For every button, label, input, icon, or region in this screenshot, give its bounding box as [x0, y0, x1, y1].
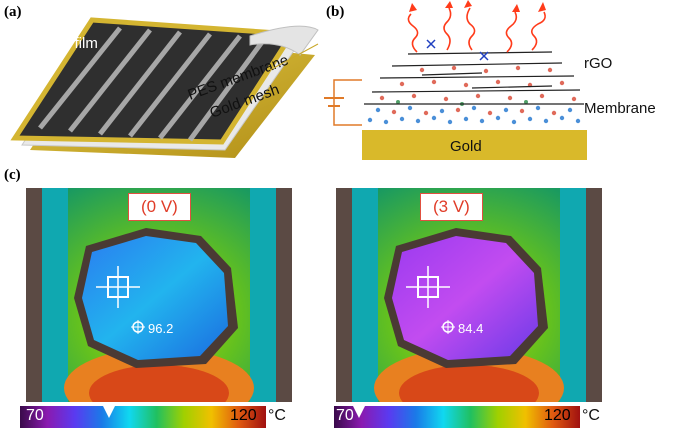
emission-waves — [407, 7, 546, 53]
curled-corner — [249, 25, 319, 56]
scale-unit-3v: °C — [582, 407, 600, 424]
thermal-image-0v — [26, 188, 292, 402]
device-schematic: rGO film PES membrane Gold mesh — [10, 17, 319, 158]
scale-indicator-0v — [102, 406, 115, 418]
temperature-readout-3v: 84.4 — [458, 321, 484, 336]
scale-min-0v: 70 — [26, 407, 44, 424]
temperature-readout-0v: 96.2 — [148, 321, 174, 336]
thermal-image-3v — [336, 188, 602, 402]
label-membrane: Membrane — [584, 100, 656, 117]
panel-label-c: (c) — [4, 167, 21, 183]
gold-base — [362, 130, 587, 160]
gold-stripes — [38, 26, 268, 142]
scale-unit-0v: °C — [268, 407, 286, 424]
scale-indicator-3v — [352, 406, 365, 418]
color-scale-0v: 70 120 °C — [20, 406, 298, 428]
label-rgo-film: rGO film — [42, 35, 98, 52]
scale-min-3v: 70 — [336, 407, 354, 424]
mechanism-schematic: Gold — [324, 0, 656, 160]
panel-label-a: (a) — [4, 4, 22, 20]
label-rgo: rGO — [584, 55, 612, 72]
voltage-label-0v: (0 V) — [128, 193, 191, 221]
scale-max-0v: 120 — [230, 407, 257, 424]
voltage-label-3v: (3 V) — [420, 193, 483, 221]
label-gold: Gold — [450, 138, 482, 155]
membrane-particles — [367, 65, 581, 125]
scale-max-3v: 120 — [544, 407, 571, 424]
color-scale-3v: 70 120 °C — [334, 406, 612, 428]
panel-label-b: (b) — [326, 4, 345, 20]
rgo-layers — [364, 51, 584, 105]
